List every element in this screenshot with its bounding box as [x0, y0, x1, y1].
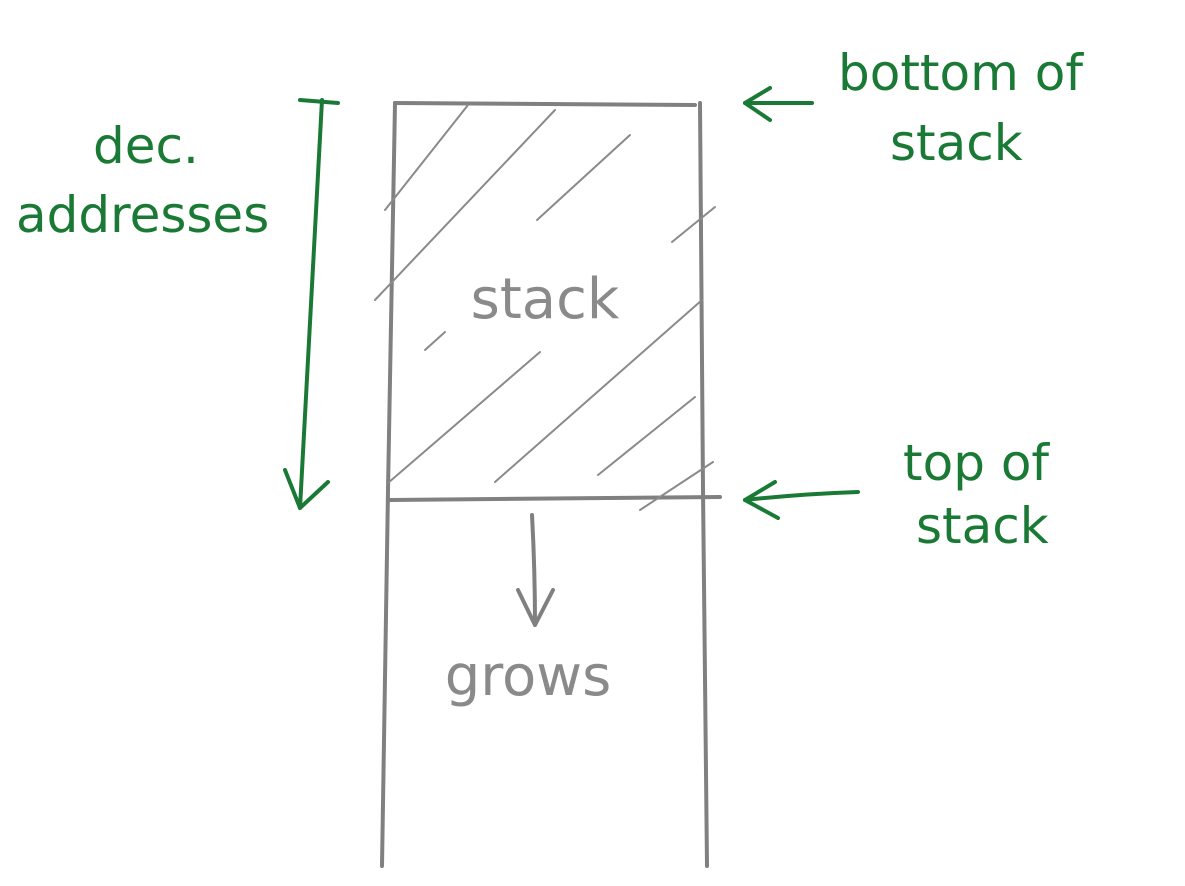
grows-arrow: [516, 513, 555, 627]
hatch-line: [424, 331, 446, 351]
hatch-line: [494, 299, 703, 483]
top-of-stack-arrow: [743, 480, 860, 520]
dec-addresses-arrow-tick: [298, 98, 340, 105]
grows-arrow-shaft: [530, 513, 537, 627]
stack-bottom-edge: [393, 101, 697, 107]
stack-hatching: [374, 104, 716, 511]
hatch-line: [639, 461, 714, 511]
stack-top-edge: [388, 495, 722, 502]
dec-addresses-arrow-head: [283, 468, 330, 510]
top-of-stack-arrow-shaft: [743, 490, 860, 502]
hatch-line: [597, 396, 696, 476]
hatch-line: [671, 206, 716, 243]
grows-label: grows: [445, 644, 612, 709]
stack-left-wall: [380, 101, 397, 868]
hatch-line: [374, 109, 556, 301]
top-of-stack-label-line2: stack: [916, 497, 1049, 555]
grows-arrow-head: [516, 588, 555, 627]
top-of-stack-label-line1: top of: [903, 434, 1050, 492]
dec-addresses-label-line2: addresses: [16, 186, 269, 244]
top-of-stack-arrow-head: [743, 480, 780, 520]
stack-right-wall: [698, 101, 709, 868]
dec-addresses-label-line1: dec.: [93, 117, 199, 175]
hatch-line: [536, 134, 631, 221]
hatch-line: [384, 104, 469, 211]
bottom-of-stack-arrow-head: [743, 86, 772, 122]
stack-label: stack: [471, 267, 620, 332]
stack-column: [380, 101, 722, 868]
bottom-of-stack-label-line2: stack: [890, 114, 1023, 172]
hatch-line: [387, 351, 541, 484]
dec-addresses-arrow: [283, 98, 340, 510]
bottom-of-stack-arrow: [743, 86, 814, 122]
bottom-of-stack-label-line1: bottom of: [838, 44, 1084, 102]
dec-addresses-arrow-shaft: [298, 98, 324, 510]
